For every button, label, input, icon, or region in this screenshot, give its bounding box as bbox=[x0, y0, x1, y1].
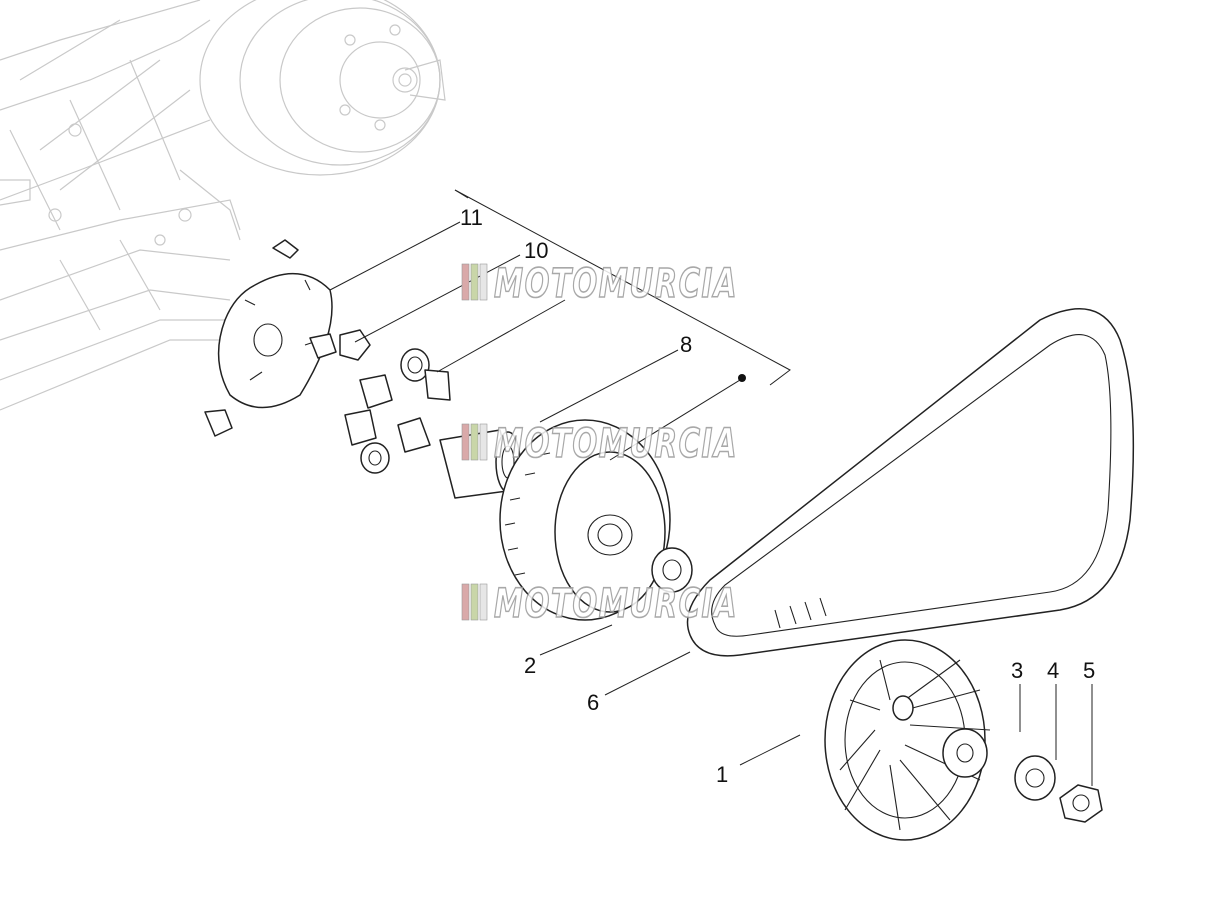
spring-washer-part-4 bbox=[1014, 755, 1056, 801]
bushing bbox=[439, 429, 521, 499]
washer-part-3 bbox=[942, 728, 988, 778]
group-bracket bbox=[454, 189, 791, 386]
rollers bbox=[344, 348, 451, 474]
watermark-stripe bbox=[470, 583, 479, 621]
leader-lines bbox=[329, 221, 1093, 786]
callout-6: 6 bbox=[587, 690, 599, 715]
nut-part-5 bbox=[1059, 784, 1103, 823]
watermark-stripe bbox=[479, 423, 488, 461]
callout-5: 5 bbox=[1083, 658, 1095, 683]
watermark-1: MOTOMURCIA bbox=[461, 260, 738, 308]
callout-3: 3 bbox=[1011, 658, 1023, 683]
watermark-text: MOTOMURCIA bbox=[494, 261, 738, 307]
callout-10: 10 bbox=[524, 238, 548, 263]
watermark-stripe bbox=[461, 583, 470, 621]
watermark-stripe bbox=[479, 583, 488, 621]
callout-11: 11 bbox=[460, 205, 483, 230]
ramp-plate bbox=[204, 239, 333, 437]
watermark-stripe bbox=[461, 263, 470, 301]
callout-labels: 11 10 8 2 6 1 3 4 5 bbox=[460, 205, 1095, 787]
watermark-3: MOTOMURCIA bbox=[461, 580, 738, 628]
watermark-2: MOTOMURCIA bbox=[461, 420, 738, 468]
fan-pulley bbox=[824, 639, 991, 841]
engine-housing-background bbox=[0, 0, 446, 411]
watermark-stripe bbox=[470, 263, 479, 301]
callout-2: 2 bbox=[524, 653, 536, 678]
watermark-stripe bbox=[461, 423, 470, 461]
pulley-half bbox=[499, 419, 671, 621]
callout-1: 1 bbox=[716, 762, 728, 787]
callout-8: 8 bbox=[680, 332, 692, 357]
watermark-stripe bbox=[470, 423, 479, 461]
callout-4: 4 bbox=[1047, 658, 1059, 683]
drive-belt bbox=[686, 308, 1135, 657]
watermark-stripe bbox=[479, 263, 488, 301]
washer bbox=[651, 547, 693, 593]
watermark-text: MOTOMURCIA bbox=[494, 581, 738, 627]
watermark-text: MOTOMURCIA bbox=[494, 421, 738, 467]
